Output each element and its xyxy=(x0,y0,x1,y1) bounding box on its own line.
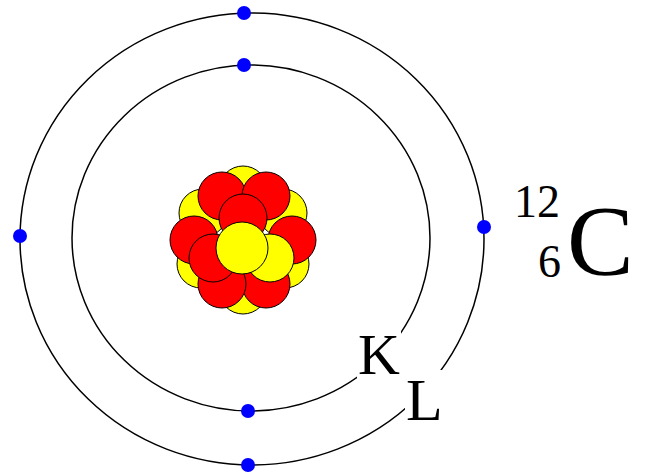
mass-number: 12 xyxy=(513,179,561,225)
element-symbol: C xyxy=(566,191,635,291)
electrons xyxy=(13,6,491,472)
shell-k xyxy=(72,65,430,411)
shell-label: L xyxy=(405,370,444,430)
nucleus xyxy=(170,166,316,314)
atomic-number: 6 xyxy=(537,239,562,285)
shell-label: K xyxy=(357,326,401,384)
shell-l xyxy=(20,13,484,465)
